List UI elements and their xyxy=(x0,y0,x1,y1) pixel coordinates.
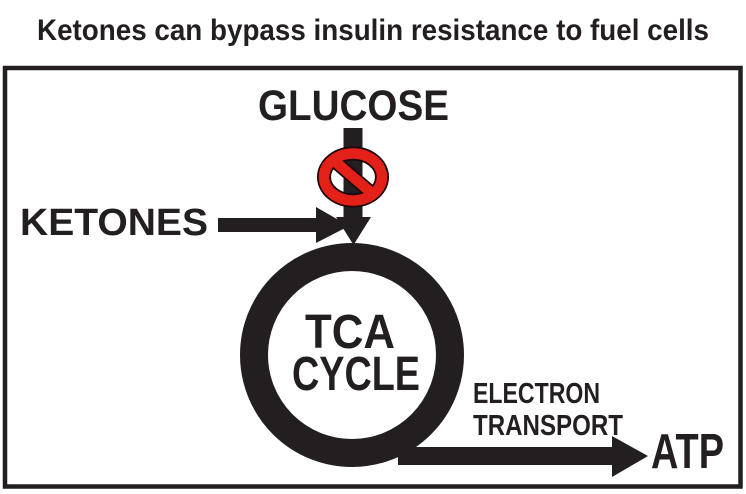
electron-transport-label-line1: ELECTRON xyxy=(473,378,600,410)
electron-transport-arrow-shaft xyxy=(398,447,614,465)
tca-cycle-ring xyxy=(240,243,464,467)
electron-transport-label-line2: TRANSPORT xyxy=(473,410,623,442)
prohibition-ring xyxy=(318,148,388,206)
prohibition-slash xyxy=(328,154,378,200)
page-title: Ketones can bypass insulin resistance to… xyxy=(37,14,709,47)
electron-transport-arrowhead xyxy=(612,436,648,477)
tca-cycle-label-line1: TCA xyxy=(305,306,395,359)
ketones-arrow xyxy=(218,207,349,243)
ketones-arrow-shaft xyxy=(218,218,316,232)
prohibition-icon xyxy=(317,146,389,208)
glucose-label: GLUCOSE xyxy=(258,82,449,130)
ketones-arrowhead xyxy=(316,207,349,243)
tca-cycle-label-line2: CYCLE xyxy=(292,348,420,401)
electron-transport-arrow xyxy=(398,436,648,477)
atp-label: ATP xyxy=(651,425,724,479)
ketones-label: KETONES xyxy=(20,202,208,244)
